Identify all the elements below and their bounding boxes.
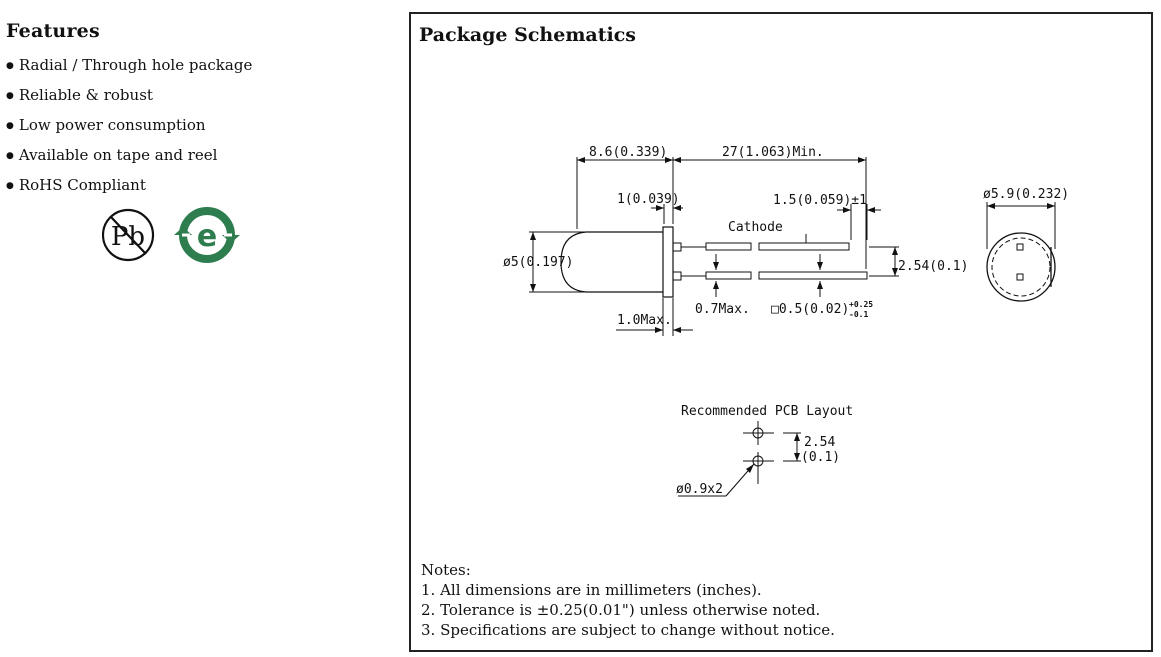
lead-free-icon: Pb	[102, 208, 155, 262]
feature-item: Reliable & robust	[6, 80, 386, 110]
package-schematics-panel: Package Schematics	[409, 12, 1153, 652]
feature-item: Low power consumption	[6, 110, 386, 140]
notes-heading: Notes:	[421, 561, 471, 579]
note-item: 1. All dimensions are in millimeters (in…	[421, 581, 762, 599]
features-list: Radial / Through hole package Reliable &…	[6, 50, 386, 200]
pcb-hole-size: ø0.9x2	[676, 482, 723, 497]
e-recycle-icon: e	[174, 207, 240, 263]
dim-flange-max: 1.0Max.	[617, 313, 672, 328]
pcb-pitch-in: (0.1)	[801, 450, 840, 465]
dim-body-diameter: ø5(0.197)	[503, 255, 573, 270]
dim-lead-square: □0.5(0.02)	[771, 302, 849, 317]
lead-stub-bottom	[672, 271, 682, 281]
schematics-title: Package Schematics	[419, 24, 636, 46]
certification-icons: Pb e	[102, 207, 240, 263]
package-drawing: 8.6(0.339) 27(1.063)Min. 1(0.039) 1.5(0.…	[503, 145, 1069, 497]
cathode-label: Cathode	[728, 220, 783, 235]
feature-item: Available on tape and reel	[6, 140, 386, 170]
dim-flange: 1(0.039)	[617, 192, 680, 207]
dim-overall-length: 8.6(0.339)	[589, 145, 667, 160]
features-title: Features	[6, 20, 100, 42]
feature-item: RoHS Compliant	[6, 170, 386, 200]
lead-long-top	[758, 242, 850, 251]
notes-block: Notes: 1. All dimensions are in millimet…	[421, 560, 835, 640]
dim-top-diameter: ø5.9(0.232)	[983, 187, 1069, 202]
pcb-pitch-mm: 2.54	[804, 435, 835, 450]
dim-tol-minus: -0.1	[849, 310, 868, 319]
feature-item: Radial / Through hole package	[6, 50, 386, 80]
e-recycle-icon-text: e	[197, 219, 217, 254]
dim-lead-length: 27(1.063)Min.	[722, 145, 824, 160]
dim-pitch: 2.54(0.1)	[898, 259, 968, 274]
led-body-outline	[560, 231, 663, 293]
lead-stub-top	[672, 242, 682, 252]
note-item: 2. Tolerance is ±0.25(0.01") unless othe…	[421, 601, 821, 619]
lead-segment-top	[705, 242, 752, 251]
pcb-layout-title: Recommended PCB Layout	[681, 404, 853, 419]
dim-lead-max: 0.7Max.	[695, 302, 750, 317]
lead-segment-bottom	[705, 271, 752, 280]
note-item: 3. Specifications are subject to change …	[421, 621, 835, 639]
led-top-view	[986, 232, 1056, 302]
dim-lead-offset: 1.5(0.059)±1	[773, 193, 867, 208]
dim-tol-plus: +0.25	[849, 300, 873, 309]
features-section: Features Radial / Through hole package R…	[6, 20, 386, 200]
led-flange	[662, 226, 674, 298]
lead-long-bottom	[758, 271, 868, 280]
